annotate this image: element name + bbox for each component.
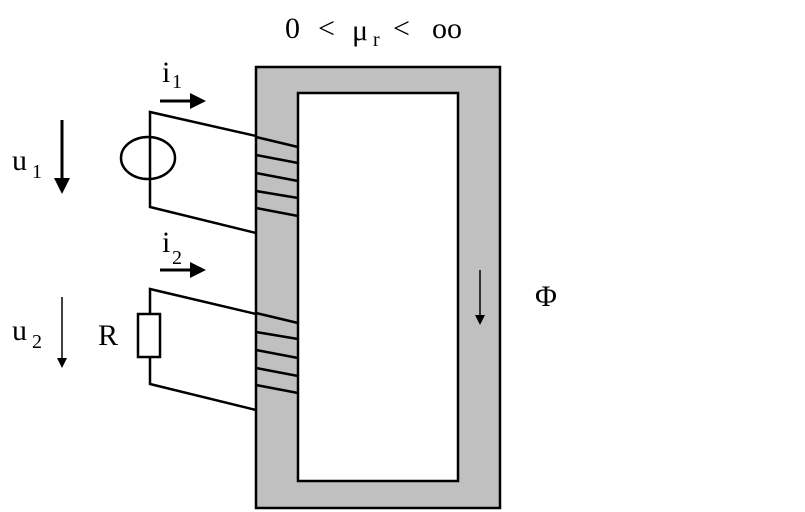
svg-text:2: 2 xyxy=(32,331,42,353)
voltage-source-icon xyxy=(119,135,177,181)
svg-text:μ: μ xyxy=(352,14,368,47)
iron-core xyxy=(254,65,502,510)
svg-text:1: 1 xyxy=(32,161,42,183)
primary-coil xyxy=(148,110,299,235)
svg-text:<: < xyxy=(318,12,335,45)
i1-label: i xyxy=(162,56,170,89)
secondary-coil xyxy=(148,287,299,412)
u2-label: u xyxy=(12,314,27,347)
svg-text:2: 2 xyxy=(172,247,182,269)
flux-label: Φ xyxy=(535,280,557,313)
svg-text:1: 1 xyxy=(172,71,182,93)
u1-label: u xyxy=(12,144,27,177)
svg-text:0: 0 xyxy=(285,12,300,45)
permeability-condition: 0 < μ r < oo xyxy=(285,12,462,51)
svg-text:r: r xyxy=(373,29,380,51)
svg-text:oo: oo xyxy=(432,12,462,45)
resistor-icon xyxy=(136,312,162,359)
svg-text:<: < xyxy=(393,12,410,45)
i2-label: i xyxy=(162,226,170,259)
resistor-label: R xyxy=(98,319,118,352)
